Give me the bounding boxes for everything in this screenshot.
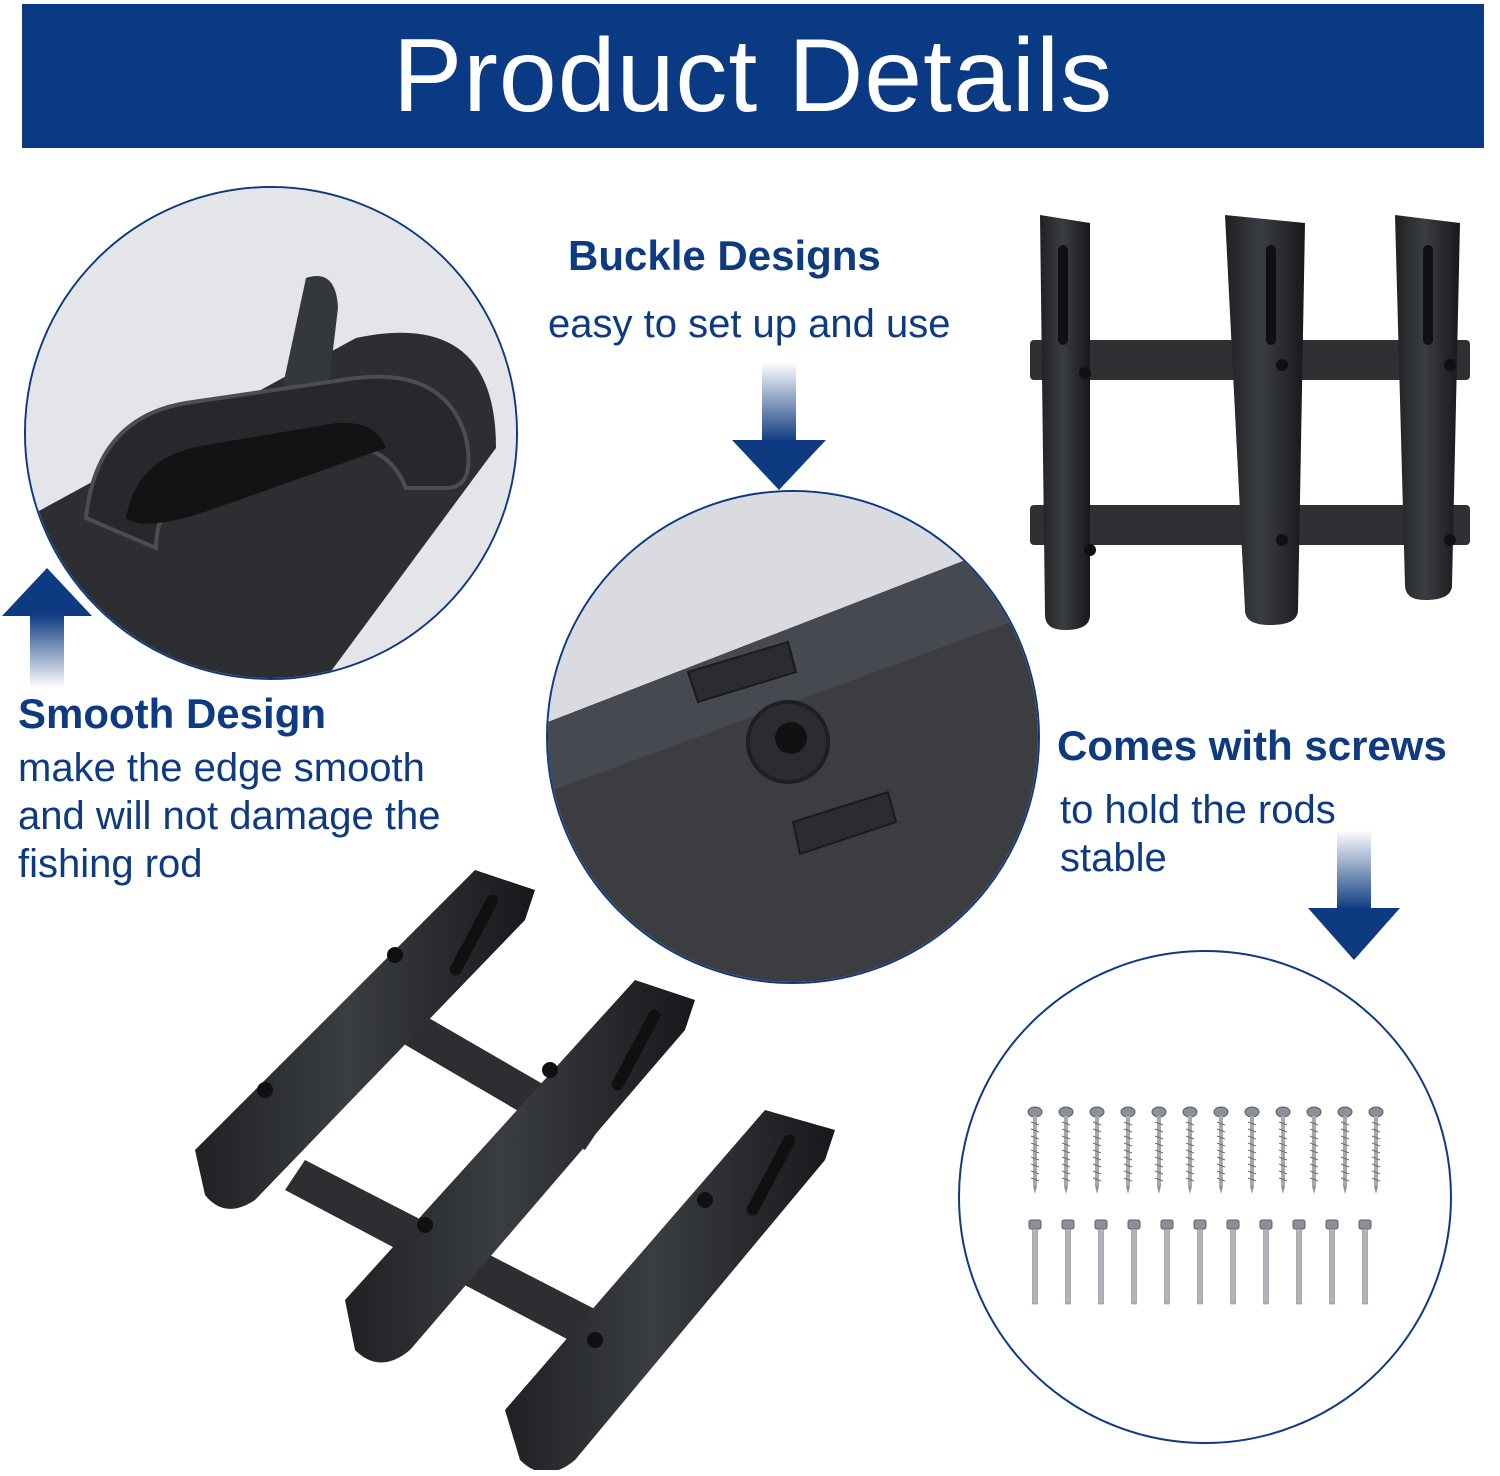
wood-screw [1368, 1106, 1384, 1194]
wood-screw [1027, 1106, 1043, 1194]
machine-bolt [1127, 1219, 1141, 1305]
wood-screw [1213, 1106, 1229, 1194]
wood-screw [1244, 1106, 1260, 1194]
rod-holder-front-photo [1020, 205, 1480, 645]
machine-bolt [1292, 1219, 1306, 1305]
smooth-heading: Smooth Design [18, 690, 327, 737]
screws-description-line: stable [1060, 836, 1167, 880]
rod-holder-angled-photo [185, 830, 865, 1470]
wood-screw [1275, 1106, 1291, 1194]
wood-screw [1120, 1106, 1136, 1194]
arrow-down-icon [1308, 830, 1400, 960]
wood-screw [1182, 1106, 1198, 1194]
machine-bolt [1061, 1219, 1075, 1305]
wood-screw [1058, 1106, 1074, 1194]
wood-screw [1306, 1106, 1322, 1194]
arrow-down-icon [732, 362, 826, 490]
screws-closeup [958, 950, 1452, 1444]
wood-screw [1151, 1106, 1167, 1194]
machine-bolt [1226, 1219, 1240, 1305]
smooth-description-line: and will not damage the [18, 794, 441, 838]
machine-bolt [1358, 1219, 1372, 1305]
page-title: Product Details [392, 17, 1114, 134]
machine-bolt [1028, 1219, 1042, 1305]
screws-description-line: to hold the rods [1060, 788, 1336, 832]
machine-bolt [1193, 1219, 1207, 1305]
buckle-description: easy to set up and use [548, 302, 951, 346]
buckle-heading: Buckle Designs [568, 232, 881, 279]
wood-screw [1089, 1106, 1105, 1194]
machine-bolt [1094, 1219, 1108, 1305]
smooth-description-line: make the edge smooth [18, 746, 425, 790]
smooth-description-line: fishing rod [18, 842, 203, 886]
machine-bolt [1259, 1219, 1273, 1305]
smooth-description: make the edge smooth and will not damage… [18, 744, 441, 888]
machine-bolt [1325, 1219, 1339, 1305]
wood-screw [1337, 1106, 1353, 1194]
title-banner: Product Details [22, 4, 1484, 148]
arrow-up-icon [2, 568, 92, 688]
smooth-edge-closeup [24, 186, 518, 680]
buckle-closeup [546, 490, 1040, 984]
machine-bolt [1160, 1219, 1174, 1305]
screws-heading: Comes with screws [1057, 722, 1447, 769]
screws-description: to hold the rods stable [1060, 786, 1336, 882]
